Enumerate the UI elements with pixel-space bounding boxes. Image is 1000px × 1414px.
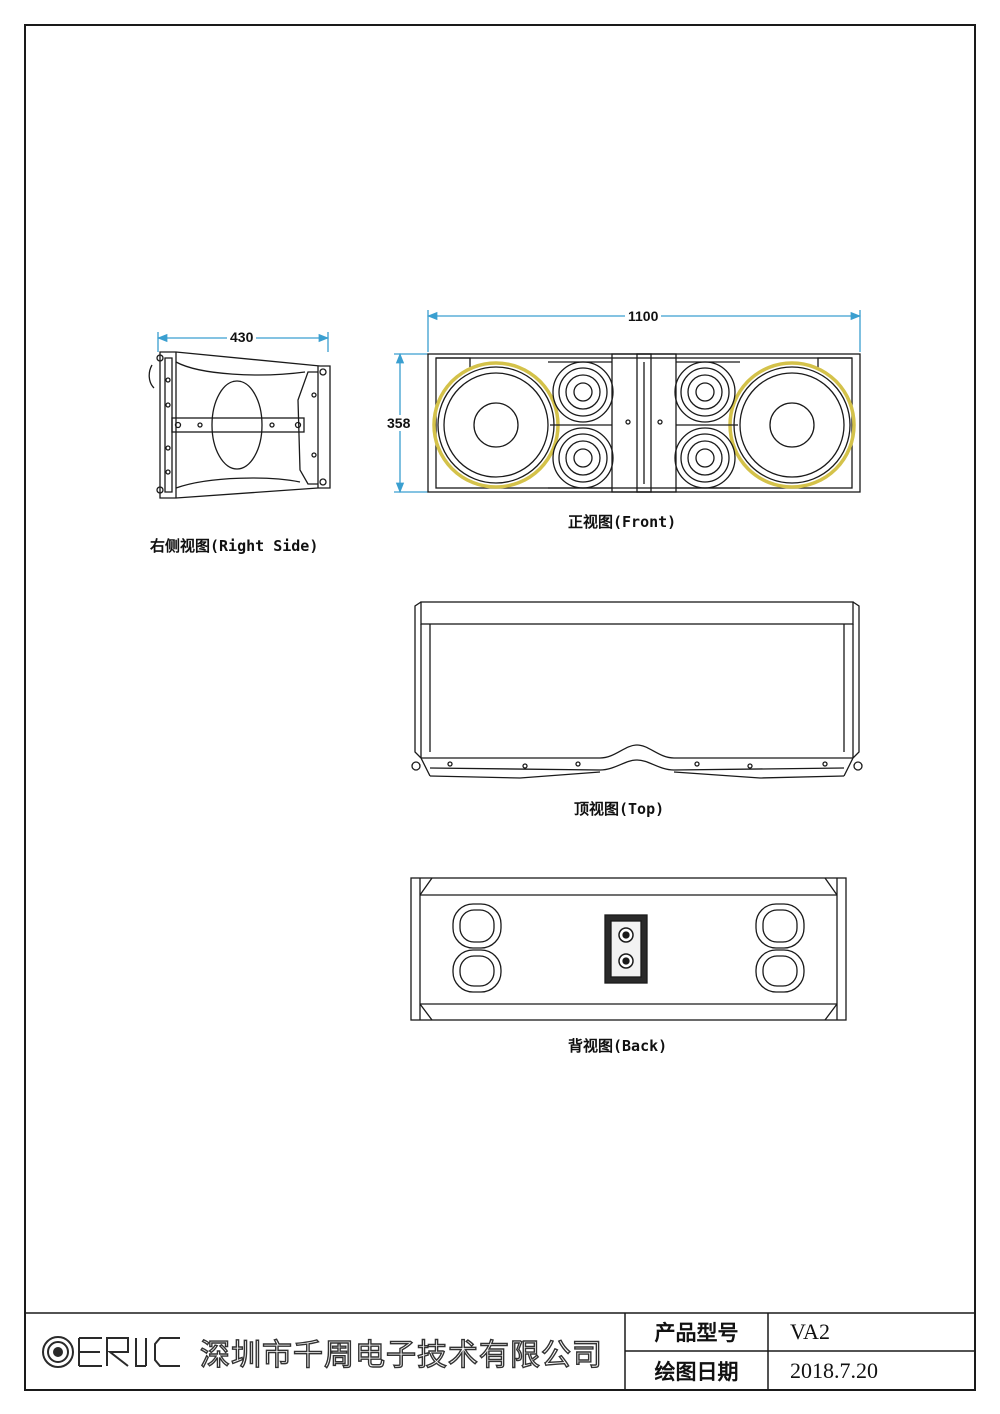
caption-front: 正视图(Front) (568, 513, 677, 531)
date-label: 绘图日期 (654, 1360, 739, 1384)
dim-label-1100: 1100 (625, 308, 662, 324)
back-handle-left-lower (452, 949, 502, 993)
top-view (411, 601, 863, 779)
right-upper-mid (674, 361, 736, 423)
left-upper-mid (552, 361, 614, 423)
right-woofer (728, 361, 856, 489)
caption-back: 背视图(Back) (568, 1037, 668, 1055)
dim-label-430: 430 (227, 329, 257, 345)
side-rail (171, 417, 305, 433)
title-block (25, 1312, 975, 1390)
side-cabinet-outline (159, 351, 331, 499)
back-handle-right-upper (755, 903, 805, 949)
right-lower-mid (674, 427, 736, 489)
date-value: 2018.7.20 (790, 1357, 878, 1383)
model-label: 产品型号 (654, 1322, 739, 1345)
left-woofer (432, 361, 560, 489)
company-name: 深圳市千周电子技术有限公司 (199, 1337, 603, 1373)
model-value: VA2 (790, 1319, 830, 1344)
back-view (410, 877, 847, 1021)
caption-right-side: 右侧视图(Right Side) (150, 537, 319, 555)
back-handle-left-upper (452, 903, 502, 949)
drawing-border (24, 24, 976, 1391)
left-lower-mid (552, 427, 614, 489)
front-view (394, 310, 862, 494)
side-handle-oval (211, 380, 263, 470)
caption-top: 顶视图(Top) (574, 800, 665, 818)
dim-label-358: 358 (384, 415, 414, 431)
top-cabinet (420, 601, 854, 625)
back-handle-right-lower (755, 949, 805, 993)
top-rear-edge (421, 744, 853, 759)
back-cabinet (410, 877, 847, 1021)
company-logo (42, 1336, 180, 1368)
right-side-view (148, 332, 331, 499)
